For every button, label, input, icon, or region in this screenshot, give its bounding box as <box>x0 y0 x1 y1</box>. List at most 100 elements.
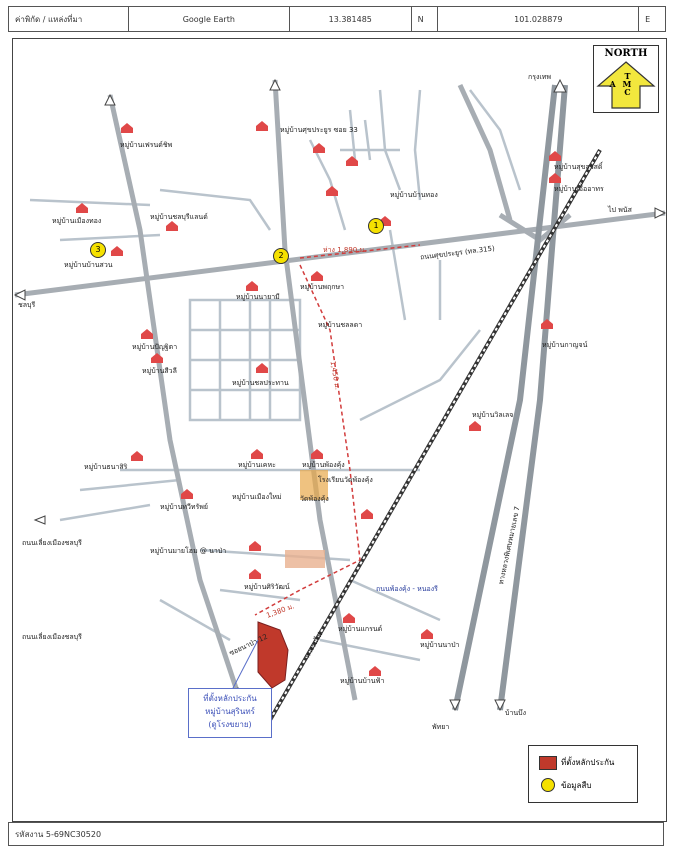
village-label: หมู่บ้านเฟรนด์ชิพ <box>120 141 173 149</box>
village-pin-icon <box>256 121 268 131</box>
north-letter: C <box>624 87 631 97</box>
village-label: หมู่บ้านบ้านฟ้า <box>340 677 385 685</box>
place-label: โรงเรียนวัดพ้องคุ้ง <box>318 476 373 484</box>
info-marker: 3 <box>90 242 106 258</box>
village-label: หมู่บ้านเมืองทอง <box>52 217 102 225</box>
route-line <box>254 264 361 616</box>
info-marker: 2 <box>273 248 289 264</box>
village-pin-icon <box>549 151 561 161</box>
direction-label: ไป พนัส <box>608 206 632 214</box>
village-pin-icon <box>541 319 553 329</box>
village-pin-icon <box>151 353 163 363</box>
village-pin-icon <box>369 666 381 676</box>
village-label: หมู่บ้านนายามี <box>236 293 280 301</box>
village-pin-icon <box>251 449 263 459</box>
village-label: หมู่บ้านวิลเลจ <box>472 411 514 419</box>
source-value: Google Earth <box>129 7 290 31</box>
legend-info-label: ข้อมูลสืบ <box>561 781 592 790</box>
motorway <box>452 84 568 711</box>
village-pin-icon <box>131 451 143 461</box>
longitude-value: 101.028879 <box>438 7 640 31</box>
legend-info-swatch <box>541 778 555 792</box>
road-label: ถนนพ้องคุ้ง - หนองรี <box>376 585 438 593</box>
village-label: หมู่บ้านพฤกษา <box>300 283 345 291</box>
village-label: หมู่บ้านชลบุรีแลนด์ <box>150 213 208 221</box>
village-label: หมู่บ้านเอื้ออาทร <box>554 185 604 193</box>
place-label: วัดพ้องคุ้ง <box>300 495 329 503</box>
village-label: หมู่บ้านชลประทาน <box>232 379 289 387</box>
village-label: หมู่บ้านเคหะ <box>238 461 276 469</box>
cemetery-area <box>285 550 325 568</box>
site-callout: ที่ตั้งหลักประกัน หมู่บ้านสุรินทร์ (ดูโร… <box>188 688 272 738</box>
legend-site-label: ที่ตั้งหลักประกัน <box>561 758 615 767</box>
village-pin-icon <box>76 203 88 213</box>
village-pin-icon <box>361 509 373 519</box>
village-pin-icon <box>166 221 178 231</box>
village-pin-icon <box>246 281 258 291</box>
direction-label: ชลบุรี <box>18 301 36 309</box>
map-frame <box>12 38 667 822</box>
village-pin-icon <box>326 186 338 196</box>
village-pin-icon <box>311 449 323 459</box>
lat-dir: N <box>412 7 439 31</box>
map-legend: ที่ตั้งหลักประกัน ข้อมูลสืบ <box>528 745 638 803</box>
village-label: หมู่บ้านสีวลี <box>142 367 177 375</box>
info-marker: 1 <box>368 218 384 234</box>
temple-area <box>300 470 328 500</box>
north-arrow-icon <box>596 61 656 109</box>
job-code: รหัสงาน 5-69NC30520 <box>15 829 102 839</box>
footer: รหัสงาน 5-69NC30520 <box>8 822 664 846</box>
legend-site-swatch <box>539 756 557 770</box>
north-letter: T <box>624 71 631 81</box>
latitude-value: 13.381485 <box>290 7 412 31</box>
coord-label: ค่าพิกัด / แหล่งที่มา <box>9 7 129 31</box>
direction-label: บ้านบึง <box>505 709 527 717</box>
village-pin-icon <box>421 629 433 639</box>
village-label: หมู่บ้านกาญจน์ <box>542 341 588 349</box>
village-pin-icon <box>311 271 323 281</box>
village-pin-icon <box>346 156 358 166</box>
village-label: หมู่บ้านธนาสิริ <box>84 463 128 471</box>
callout-line: ที่ตั้งหลักประกัน <box>203 694 257 703</box>
north-arrow: NORTH T A M C <box>593 45 659 113</box>
distance-label: ห่าง 1,890 ม. <box>323 246 367 254</box>
north-letter: M <box>622 79 632 89</box>
village-pin-icon <box>343 613 355 623</box>
village-pin-icon <box>469 421 481 431</box>
main-roads <box>14 79 666 701</box>
village-label: หมู่บ้านปัญฐิตา <box>132 343 178 351</box>
village-pin-icon <box>249 541 261 551</box>
direction-label: พัทยา <box>432 723 450 731</box>
road-label: ถนนเลี่ยงเมืองชลบุรี <box>22 633 82 641</box>
village-label: หมู่บ้านแกรนด์ <box>338 625 383 633</box>
village-label: หมู่บ้านพ้องคุ้ง <box>302 461 345 469</box>
village-label: หมู่บ้านบ้านสวน <box>64 261 113 269</box>
callout-line: หมู่บ้านสุรินทร์ <box>205 707 255 716</box>
village-pin-icon <box>313 143 325 153</box>
village-label: หมู่บ้านนาป่า <box>420 641 460 649</box>
village-pin-icon <box>111 246 123 256</box>
village-pin-icon <box>249 569 261 579</box>
village-pin-icon <box>549 173 561 183</box>
coordinate-header: ค่าพิกัด / แหล่งที่มา Google Earth 13.38… <box>8 6 666 32</box>
village-pin-icon <box>121 123 133 133</box>
lon-dir: E <box>645 14 651 24</box>
railway <box>268 148 602 722</box>
minor-roads <box>29 89 522 662</box>
village-pin-icon <box>256 363 268 373</box>
north-letter: A <box>609 79 616 89</box>
village-label: หมู่บ้านชลลดา <box>318 321 363 329</box>
road-label: ถนนเลี่ยงเมืองชลบุรี <box>22 539 82 547</box>
village-label: หมู่บ้านเมืองใหม่ <box>232 493 282 501</box>
callout-line: (ดูโรงขยาย) <box>208 720 252 729</box>
north-label: NORTH <box>604 48 648 59</box>
village-pin-icon <box>181 489 193 499</box>
village-label: หมู่บ้านสุขสวัสดิ์ <box>554 163 603 171</box>
village-label: หมู่บ้านทวีทรัพย์ <box>160 503 209 511</box>
village-label: หมู่บ้านมายโฮม @ นาป่า <box>150 547 227 555</box>
village-pin-icon <box>141 329 153 339</box>
village-label: หมู่บ้านศิริวัฒน์ <box>244 583 290 591</box>
direction-label: กรุงเทพ <box>528 73 552 81</box>
village-label: หมู่บ้านศุขประยูร ซอย 33 <box>280 126 358 134</box>
